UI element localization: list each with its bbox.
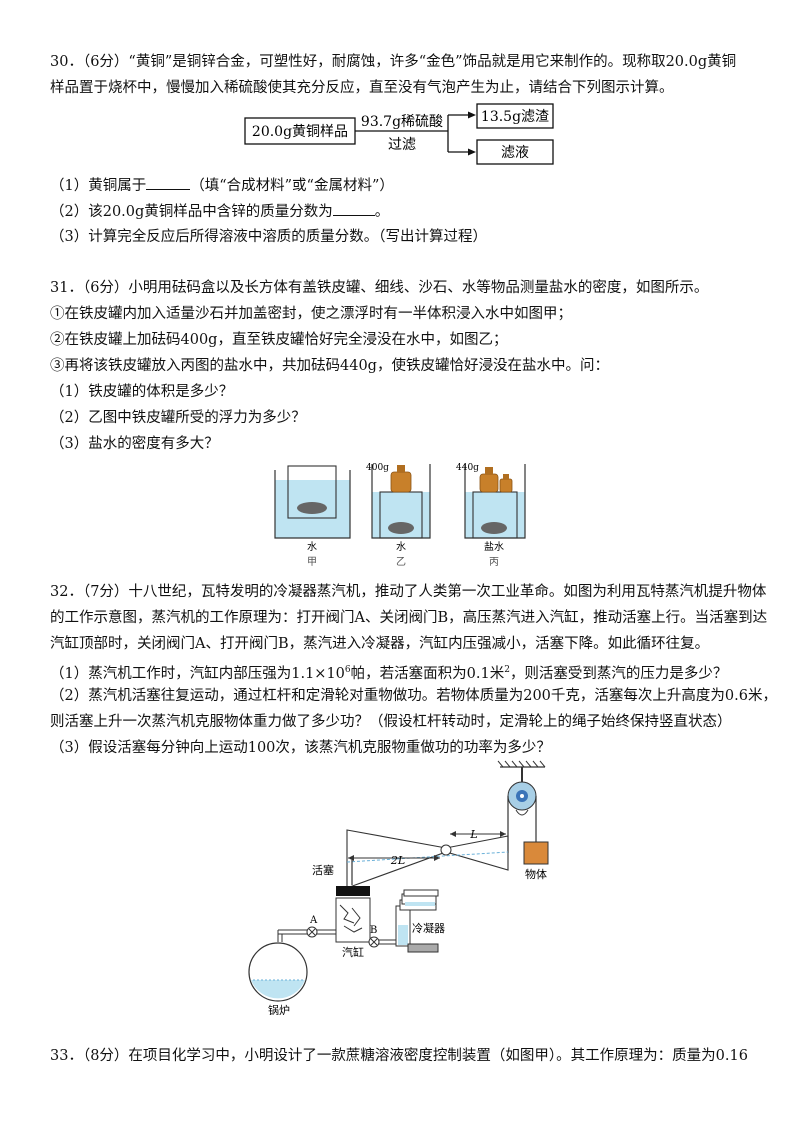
q30-flow-diagram: 20.0g黄铜样品 93.7g稀硫酸 过滤 13.5g滤渣 滤液	[244, 103, 554, 165]
q31-sub3: （3）盐水的密度有多大？	[50, 436, 219, 452]
q31-sub2: （2）乙图中铁皮罐所受的浮力为多少？	[50, 410, 306, 426]
acid-label: 93.7g稀硫酸	[361, 114, 443, 130]
svg-text:2L: 2L	[390, 854, 405, 867]
svg-text:甲: 甲	[307, 557, 317, 568]
filtrate-label: 滤液	[501, 145, 529, 161]
q32-line2: 的工作示意图，蒸汽机的工作原理为：打开阀门A、关闭阀门B，高压蒸汽进入汽缸，推动…	[50, 610, 768, 626]
filtrate-box	[476, 139, 554, 165]
q31-line1: 31．（6分）小明用砝码盒以及长方体有盖铁皮罐、细线、沙石、水等物品测量盐水的密…	[50, 280, 709, 296]
q31-beakers-figure: 水 甲 400g 水 乙 440g 盐水 丙	[274, 463, 526, 568]
boiler: 锅炉	[248, 930, 308, 1015]
q33-line1: 33．（8分）在项目化学习中，小明设计了一款蔗糖溶液密度控制装置（如图甲）。其工…	[50, 1048, 748, 1064]
sample-label: 20.0g黄铜样品	[252, 123, 348, 140]
svg-text:盐水: 盐水	[484, 540, 504, 553]
cylinder: 汽缸	[335, 886, 371, 959]
q32-sub2-line2: 则活塞上升一次蒸汽机克服物体重力做了多少功？（假设杠杆转动时，定滑轮上的绳子始终…	[50, 714, 732, 730]
valve-a: A	[278, 915, 336, 938]
svg-text:水: 水	[396, 541, 406, 553]
ceiling-mount	[497, 760, 546, 782]
svg-text:L: L	[469, 828, 477, 841]
lever: L 2L	[346, 828, 509, 889]
q31-step1: ①在铁皮罐内加入适量沙石并加盖密封，使之漂浮时有一半体积浸入水中如图甲；	[50, 306, 572, 322]
q31-step2: ②在铁皮罐上加砝码400g，直至铁皮罐恰好完全浸没在水中，如图乙；	[50, 332, 508, 348]
q30-sub2: （2）该20.0g黄铜样品中含锌的质量分数为。	[50, 201, 389, 222]
q30-sub1: （1）黄铜属于（填“合成材料”或“金属材料”）	[50, 175, 394, 196]
fixed-pulley	[507, 781, 537, 816]
svg-text:A: A	[309, 915, 318, 926]
svg-text:汽缸: 汽缸	[342, 945, 364, 959]
q32-sub3: （3）假设活塞每分钟向上运动100次，该蒸汽机克服物重做功的功率为多少？	[50, 740, 551, 756]
filter-label: 过滤	[388, 137, 416, 153]
beaker-jia: 水 甲	[274, 465, 351, 568]
q30-line1: 30．（6分）“黄铜”是铜锌合金，可塑性好，耐腐蚀，许多“金色”饰品就是用它来制…	[50, 54, 737, 70]
answer-blank-1[interactable]	[146, 175, 191, 190]
svg-text:冷凝器: 冷凝器	[412, 921, 445, 935]
svg-text:乙: 乙	[396, 556, 406, 568]
q32-steam-engine-figure: 物体 L 2L 活塞 汽缸 A B	[248, 760, 549, 1015]
residue-label: 13.5g滤渣	[481, 109, 549, 125]
q30-sub3: （3）计算完全反应后所得溶液中溶质的质量分数。（写出计算过程）	[50, 229, 487, 245]
q30-line2: 样品置于烧杯中，慢慢加入稀硫酸使其充分反应，直至没有气泡产生为止，请结合下列图示…	[50, 80, 674, 96]
beaker-yi: 400g 水 乙	[366, 463, 431, 568]
beaker-bing: 440g 盐水 丙	[456, 463, 526, 568]
svg-text:440g: 440g	[456, 463, 479, 473]
svg-text:丙: 丙	[489, 557, 499, 568]
q32-line1: 32．（7分）十八世纪，瓦特发明的冷凝器蒸汽机，推动了人类第一次工业革命。如图为…	[50, 584, 767, 600]
valve-b: B	[368, 925, 398, 948]
residue-box	[476, 103, 554, 129]
answer-blank-2[interactable]	[332, 201, 375, 216]
q31-step3: ③再将该铁皮罐放入丙图的盐水中，共加砝码440g，使铁皮罐恰好浸没在盐水中。问：	[50, 358, 609, 374]
q31-sub1: （1）铁皮罐的体积是多少？	[50, 384, 234, 400]
svg-text:水: 水	[307, 541, 317, 553]
q32-sub2-line1: （2）蒸汽机活塞往复运动，通过杠杆和定滑轮对重物做功。若物体质量为200千克，活…	[50, 688, 777, 704]
q32-sub1: （1）蒸汽机工作时，汽缸内部压强为1.1×106帕，若活塞面积为0.1米2，则活…	[50, 665, 728, 682]
svg-text:400g: 400g	[366, 463, 389, 473]
svg-text:物体: 物体	[525, 867, 547, 881]
svg-text:锅炉: 锅炉	[268, 1004, 290, 1015]
condenser: 冷凝器	[395, 889, 445, 953]
q32-line3: 汽缸顶部时，关闭阀门A、打开阀门B，蒸汽进入冷凝器，汽缸内压强减小，活塞下降。如…	[50, 636, 710, 652]
svg-text:B: B	[370, 925, 377, 936]
svg-text:活塞: 活塞	[312, 863, 334, 877]
object-weight	[523, 841, 549, 865]
